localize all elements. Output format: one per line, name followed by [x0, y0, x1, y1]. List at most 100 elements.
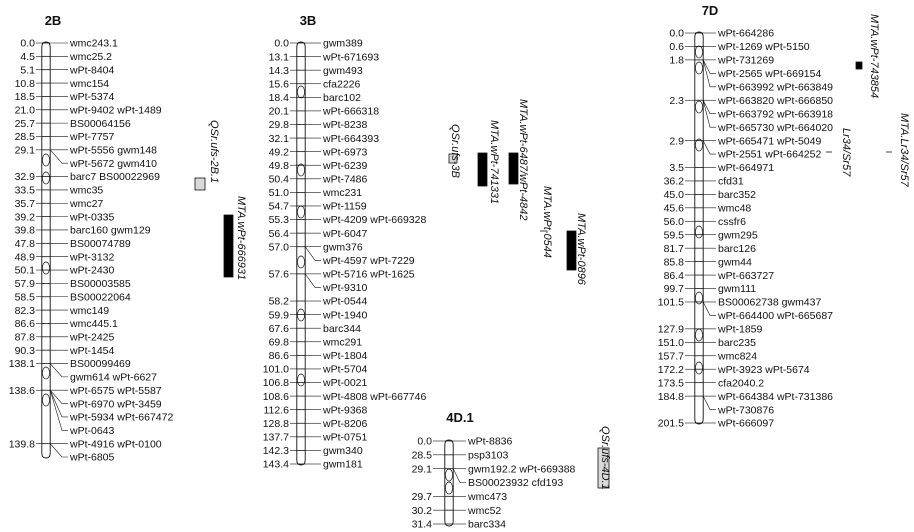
marker-position: 21.0: [15, 104, 36, 116]
marker-label: wPt-8206: [322, 418, 368, 430]
marker-label: wPt-663820 wPt-666850: [717, 95, 833, 107]
marker-label: wPt-0021: [322, 377, 368, 389]
marker-label: gwm295: [718, 229, 758, 241]
marker-connector: [49, 363, 68, 378]
marker-label: wPt-666318: [322, 106, 379, 118]
marker-position: 29.1: [15, 145, 36, 157]
marker-label: wPt-2430: [69, 265, 115, 277]
marker-label: wmc824: [717, 350, 757, 362]
marker-label: wPt-731269: [717, 55, 774, 67]
qtl-label-mta-wpt-0896: MTA.wPt-0896: [575, 213, 587, 286]
marker-position: 0.0: [274, 38, 289, 50]
marker-position: 28.5: [15, 131, 36, 143]
marker-label: wPt-663792 wPt-663918: [717, 108, 833, 120]
chromosome-constriction: [695, 45, 703, 59]
marker-label: wPt-5716 wPt-1625: [322, 269, 415, 281]
marker-label: gwm340: [323, 445, 363, 457]
marker-label: wPt-5556 gwm148: [69, 145, 157, 157]
marker-label: wPt-4808 wPt-667746: [322, 391, 426, 403]
marker-label: wPt-7486: [322, 174, 368, 186]
marker-label: gwm44: [718, 256, 752, 268]
marker-label: BS00064156: [70, 118, 131, 130]
marker-position: 4.5: [20, 51, 35, 63]
marker-position: 32.9: [15, 171, 36, 183]
marker-label: wPt-664384 wPt-731386: [717, 391, 833, 403]
marker-label: wPt-664400 wPt-665687: [717, 310, 833, 322]
marker-position: 142.3: [263, 445, 289, 457]
marker-position: 0.0: [417, 436, 432, 448]
marker-label: cssfr6: [718, 216, 746, 228]
marker-position: 101.5: [658, 297, 684, 309]
marker-connector: [702, 100, 716, 128]
qtl-label-mta-wpt-741331: MTA.wPt-741331: [488, 120, 500, 204]
marker-connector: [702, 100, 716, 114]
marker-position: 29.7: [412, 491, 433, 503]
marker-label: gwm493: [323, 65, 363, 77]
marker-position: 90.3: [15, 345, 36, 357]
marker-position: 29.8: [269, 119, 290, 131]
marker-label: wPt-5934 wPt-667472: [69, 412, 173, 424]
marker-label: barc7 BS00022969: [70, 171, 160, 183]
marker-position: 127.9: [658, 324, 684, 336]
marker-label: wPt-5672 gwm410: [69, 158, 157, 170]
marker-label: wmc445.1: [69, 318, 118, 330]
marker-label: cfa2040.2: [718, 377, 764, 389]
marker-label: wPt-4597 wPt-7229: [322, 255, 415, 267]
marker-position: 28.5: [412, 450, 433, 462]
marker-label: gwm181: [323, 459, 363, 471]
chromosome-constriction: [695, 61, 703, 75]
marker-label: wPt-7757: [69, 131, 115, 143]
chromosome-title: 4D.1: [446, 410, 473, 425]
chromosome-title: 3B: [300, 13, 317, 28]
marker-position: 157.7: [658, 350, 684, 362]
marker-label: wmc35: [69, 185, 103, 197]
marker-position: 18.5: [15, 91, 36, 103]
chromosome-constriction: [42, 171, 50, 185]
marker-label: wmc149: [69, 305, 109, 317]
marker-label: gwm389: [323, 38, 363, 50]
marker-label: wPt-0751: [322, 432, 368, 444]
chromosome-constriction: [42, 366, 50, 380]
marker-position: 25.7: [15, 118, 36, 130]
marker-label: wPt-664286: [717, 28, 774, 40]
marker-label: wPt-2551 wPt-664252: [717, 149, 821, 161]
marker-label: barc235: [718, 337, 756, 349]
marker-label: wPt-1159: [322, 201, 367, 213]
marker-label: wmc52: [467, 505, 501, 517]
marker-label: gwm111: [718, 283, 756, 295]
marker-label: wmc291: [322, 336, 362, 348]
qtl-bar-mta-wpt-666931: [223, 214, 234, 278]
marker-position: 56.0: [664, 216, 685, 228]
marker-position: 49.8: [269, 160, 290, 172]
marker-position: 143.4: [263, 459, 289, 471]
marker-label: barc102: [323, 92, 361, 104]
marker-position: 13.1: [269, 51, 290, 63]
chromosome-constriction: [297, 255, 305, 269]
marker-label: wPt-5374: [69, 91, 115, 103]
marker-label: wmc48: [717, 203, 751, 215]
marker-position: 50.1: [15, 265, 36, 277]
marker-position: 48.9: [15, 251, 36, 263]
marker-position: 138.1: [9, 358, 35, 370]
marker-position: 55.3: [269, 214, 290, 226]
marker-label: wPt-3923 wPt-5674: [717, 364, 810, 376]
marker-position: 39.2: [15, 211, 36, 223]
chromosome-constriction: [695, 361, 703, 375]
marker-position: 81.7: [664, 243, 685, 255]
marker-label: wPt-665730 wPt-664020: [717, 122, 833, 134]
marker-position: 87.8: [15, 332, 36, 344]
marker-connector: [49, 390, 68, 404]
qtl-label-mta-wpt-6487-wpt-4842: MTA.wPt-6487/wPt-4842: [517, 99, 529, 220]
marker-position: 57.9: [15, 278, 36, 290]
marker-position: 172.2: [658, 364, 684, 376]
marker-connector: [49, 149, 68, 164]
marker-connector: [49, 390, 68, 418]
qtl-bar-qsr-ufs-4d-1: [597, 447, 610, 489]
marker-position: 39.8: [15, 225, 36, 237]
chromosome-title: 7D: [702, 3, 719, 18]
qtl-label-mta-wpt-0544: MTA.wPt-0544: [541, 186, 553, 258]
marker-label: wPt-6239: [322, 160, 368, 172]
